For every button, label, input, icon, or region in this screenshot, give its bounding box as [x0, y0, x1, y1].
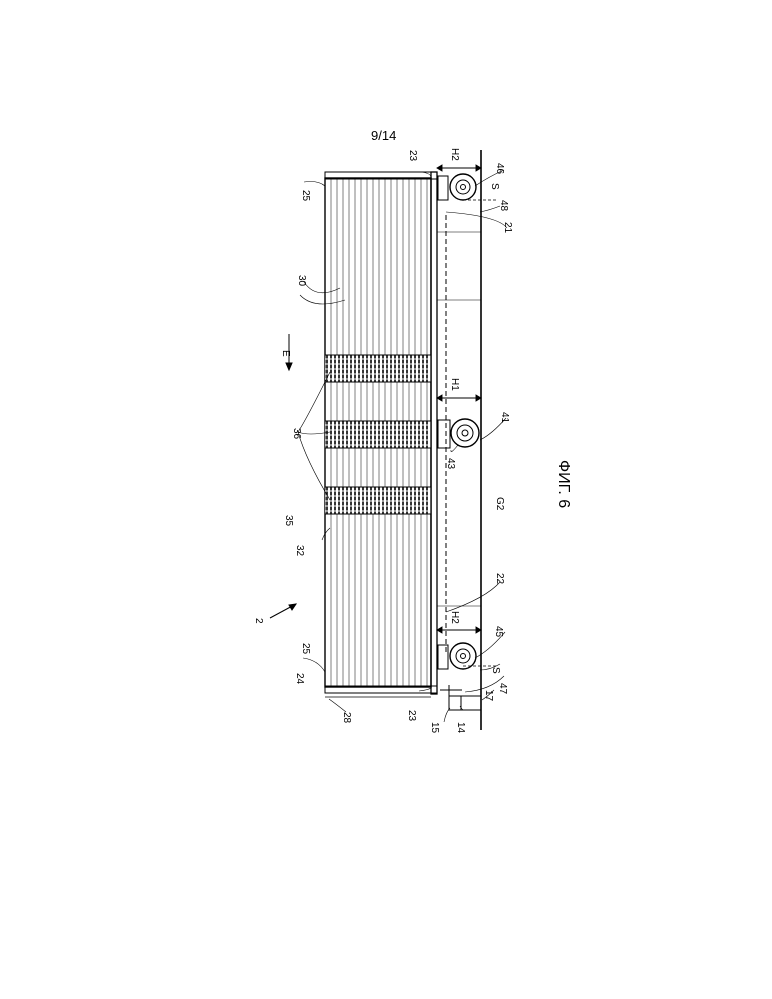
strap-band-3 [325, 487, 431, 514]
label-s-bottom: S [490, 667, 501, 674]
wheel-45 [438, 643, 476, 669]
label-45: 45 [493, 626, 504, 638]
reference-arrow-2 [270, 604, 296, 618]
station-14 [440, 685, 481, 710]
strap-band-2 [325, 421, 431, 448]
label-h2-bottom: H2 [449, 611, 460, 624]
label-21: 21 [502, 222, 513, 234]
label-14: 14 [455, 722, 466, 734]
label-35: 35 [283, 515, 294, 527]
label-25-top: 25 [300, 190, 311, 202]
label-46: 46 [494, 163, 505, 175]
label-43: 43 [445, 458, 456, 470]
label-s-top: S [489, 183, 500, 190]
label-15: 15 [429, 722, 440, 734]
label-48: 48 [498, 200, 509, 212]
label-2: 2 [253, 618, 264, 624]
label-47: 47 [497, 683, 508, 695]
label-32: 32 [294, 545, 305, 557]
dimension-h2-top [437, 165, 481, 171]
label-17: 17 [483, 690, 494, 702]
label-24: 24 [294, 673, 305, 685]
vehicle-chassis [431, 172, 437, 694]
wheel-46 [438, 174, 476, 200]
label-25-bottom: 25 [300, 643, 311, 655]
label-22: 22 [494, 573, 505, 585]
label-g2: G2 [494, 497, 505, 511]
strap-band-1 [325, 355, 431, 382]
dimension-h2-bottom [437, 627, 481, 633]
label-41: 41 [499, 412, 510, 424]
wheel-41 [438, 419, 479, 448]
label-23-top: 23 [407, 150, 418, 162]
label-h2-top: H2 [449, 148, 460, 161]
label-23-bottom: 23 [406, 710, 417, 722]
label-e: E [280, 350, 291, 357]
flap-28 [325, 693, 431, 697]
figure-caption: ФИГ. 6 [555, 460, 572, 508]
dimension-h1 [437, 395, 481, 401]
label-30: 30 [296, 275, 307, 287]
label-36: 36 [291, 428, 302, 440]
label-h1: H1 [449, 378, 460, 391]
label-28: 28 [341, 712, 352, 724]
